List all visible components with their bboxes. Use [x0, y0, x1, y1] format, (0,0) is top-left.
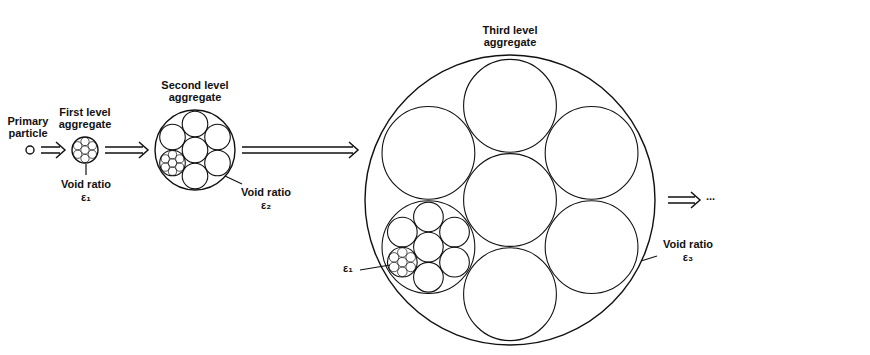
particle-circle: [168, 167, 176, 175]
particle-circle: [398, 267, 408, 277]
outer-circle: [72, 137, 98, 163]
particle-circle: [382, 201, 475, 294]
aggregate-circle: Third level aggregate: [365, 55, 655, 345]
particle-circle: [161, 163, 169, 171]
void-ratio-label: Void ratio ε₂: [238, 186, 294, 212]
aggregate-outline: [364, 54, 656, 346]
leader-line: [225, 176, 242, 184]
aggregate-circle: First level aggregate: [72, 137, 98, 163]
level-heading: Third level aggregate: [465, 24, 555, 49]
outer-circle: [26, 146, 34, 154]
level-heading: First level aggregate: [58, 106, 112, 131]
particle-circle: [545, 201, 638, 294]
double-arrow: [105, 142, 148, 158]
particle-circle: [414, 202, 444, 232]
aggregate-outline: [154, 109, 236, 191]
particle-circle: [161, 155, 169, 163]
particle-circle: [398, 257, 408, 267]
particle-circle: [414, 262, 444, 292]
particle-circle: [160, 124, 186, 150]
particle-circle: [168, 151, 176, 159]
particle-circle: [182, 111, 208, 137]
particle-circle: [182, 137, 208, 163]
void-ratio-label: Void ratio ε₁: [58, 178, 114, 204]
void-ratio-label: Void ratio ε₃: [660, 238, 716, 264]
continuation-arrow: [668, 192, 700, 208]
particle-circle: [81, 137, 89, 145]
particle-circle: [440, 217, 470, 247]
level-heading: Second level aggregate: [155, 79, 235, 104]
particle-circle: [406, 262, 416, 272]
particle-circle: [88, 150, 96, 158]
particle-circle: [74, 142, 82, 150]
particle-circle: [545, 107, 638, 200]
particle-circle: [88, 142, 96, 150]
aggregate-circle: Second level aggregate: [155, 110, 235, 190]
particle-circle: [389, 253, 399, 263]
particle-circle: [160, 150, 186, 176]
double-arrow: [41, 142, 65, 158]
particle-circle: [414, 232, 444, 262]
particle-circle: [168, 159, 176, 167]
particle-circle: [176, 163, 184, 171]
particle-circle: [81, 146, 89, 154]
particle-circle: [398, 248, 408, 258]
aggregate-outline: [71, 136, 99, 164]
particle-circle: [387, 247, 417, 277]
particle-circle: [382, 107, 475, 200]
particle-circle: [440, 247, 470, 277]
particle-circle: [74, 150, 82, 158]
particle-circle: [205, 150, 231, 176]
continuation-mark: ...: [706, 190, 736, 203]
void-ratio-label: ε₁: [338, 262, 358, 275]
particle-circle: [464, 248, 557, 341]
level-heading: Primary particle: [1, 115, 55, 140]
particle-circle: [182, 163, 208, 189]
particle-circle: [81, 154, 89, 162]
outer-circle: [365, 55, 655, 345]
leader-line: [85, 164, 86, 175]
particle-circle: [406, 253, 416, 263]
aggregate-outline: [25, 145, 35, 155]
outer-circle: [155, 110, 235, 190]
particle-circle: [176, 155, 184, 163]
particle-circle: [387, 217, 417, 247]
particle-circle: [464, 154, 557, 247]
particle-circle: [464, 59, 557, 152]
double-arrow: [242, 142, 358, 158]
particle-circle: [205, 124, 231, 150]
aggregate-circle: Primary particle: [26, 146, 34, 154]
particle-circle: [389, 262, 399, 272]
